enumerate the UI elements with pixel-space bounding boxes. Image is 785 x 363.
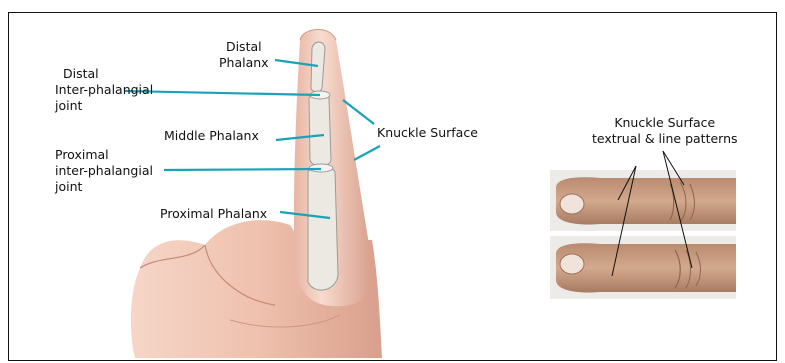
label-knuckle-patterns-line2: textrual & line patterns [592, 131, 738, 147]
knuckle-photo-bottom [550, 236, 736, 299]
label-proximal-ip-joint: Proximal inter-phalangial joint [55, 147, 153, 195]
leader-distal-ip-joint [124, 91, 320, 95]
label-knuckle-surface: Knuckle Surface [377, 125, 478, 141]
label-proximal-ip-line3: joint [55, 179, 153, 195]
label-middle-phalanx: Middle Phalanx [164, 128, 259, 144]
leader-knuckle-lower [354, 146, 380, 160]
label-knuckle-patterns: Knuckle Surface textrual & line patterns [592, 115, 738, 147]
label-distal-ip-line2: Inter-phalangial [55, 82, 153, 98]
label-proximal-ip-line2: inter-phalangial [55, 163, 153, 179]
label-distal-ip-line3: joint [55, 98, 153, 114]
label-distal-phalanx: Distal Phalanx [219, 39, 269, 71]
label-proximal-ip-line1: Proximal [55, 147, 153, 163]
label-proximal-phalanx: Proximal Phalanx [160, 206, 267, 222]
knuckle-photo-top [550, 170, 736, 231]
leader-proximal-ip-joint [164, 169, 321, 170]
label-distal-phalanx-line1: Distal [219, 39, 269, 55]
label-distal-phalanx-line2: Phalanx [219, 55, 269, 71]
label-distal-ip-joint: Distal Inter-phalangial joint [63, 66, 153, 114]
label-knuckle-patterns-line1: Knuckle Surface [592, 115, 738, 131]
label-distal-ip-line1: Distal [63, 66, 153, 82]
